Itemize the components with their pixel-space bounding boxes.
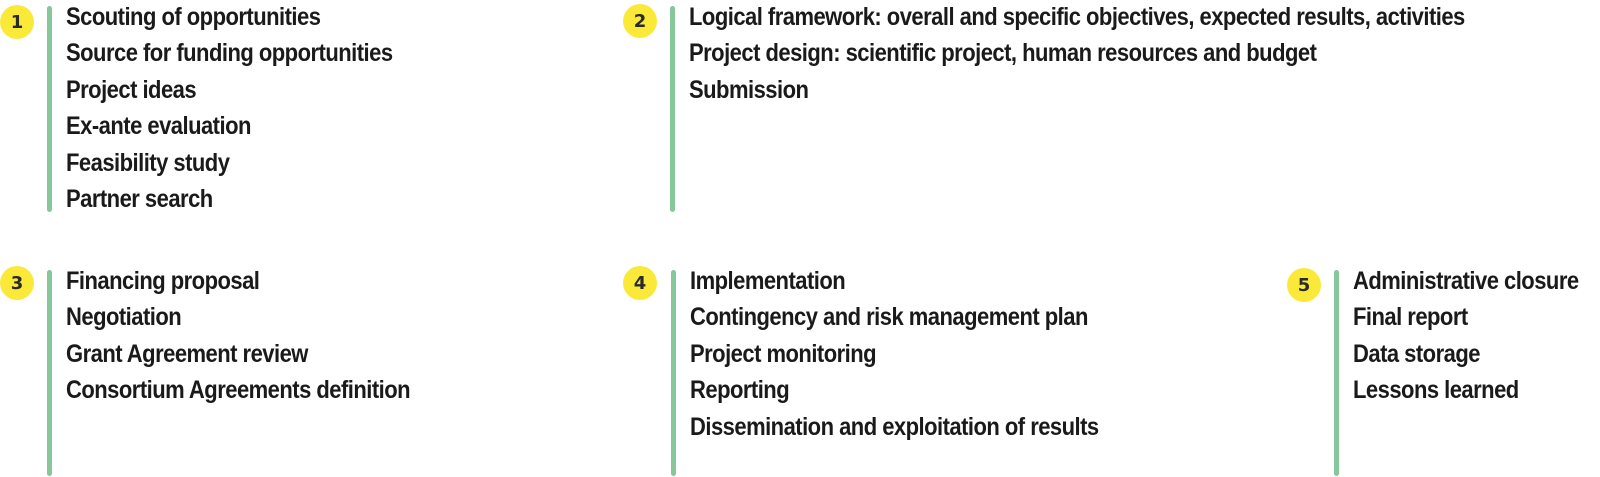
- phase-item: Feasibility study: [66, 148, 230, 177]
- phase-divider-bar: [47, 6, 52, 212]
- phase-number-badge: 5: [1287, 268, 1321, 302]
- phase-item: Scouting of opportunities: [66, 3, 321, 31]
- phase-item: Dissemination and exploitation of result…: [690, 412, 1099, 441]
- phase-item: Lessons learned: [1353, 376, 1519, 405]
- phase-item-list: Scouting of opportunities Source for fun…: [66, 0, 437, 217]
- phase-divider-bar: [47, 270, 52, 476]
- phase-item: Administrative closure: [1353, 267, 1579, 295]
- phase-item-list: Administrative closure Final report Data…: [1353, 263, 1600, 409]
- phase-item: Project ideas: [66, 75, 197, 104]
- phase-item: Source for funding opportunities: [66, 39, 393, 68]
- phase-number-badge: 3: [0, 266, 34, 300]
- phase-item-list: Financing proposal Negotiation Grant Agr…: [66, 263, 457, 409]
- phase-item: Partner search: [66, 185, 213, 214]
- phase-item: Negotiation: [66, 303, 182, 332]
- phase-item: Submission: [689, 75, 809, 104]
- phase-divider-bar: [1334, 270, 1339, 476]
- phase-item: Implementation: [690, 267, 846, 295]
- phase-item: Project monitoring: [690, 339, 877, 368]
- phase-item: Contingency and risk management plan: [690, 303, 1088, 332]
- phase-item: Ex-ante evaluation: [66, 112, 251, 141]
- phase-item-list: Implementation Contingency and risk mana…: [690, 263, 1154, 445]
- phase-divider-bar: [670, 6, 675, 212]
- phase-item: Reporting: [690, 376, 790, 405]
- phase-item: Logical framework: overall and specific …: [689, 3, 1465, 31]
- phase-item-list: Logical framework: overall and specific …: [689, 0, 1571, 108]
- phase-item: Data storage: [1353, 339, 1480, 368]
- phase-item: Project design: scientific project, huma…: [689, 39, 1317, 68]
- phase-number-badge: 4: [623, 266, 657, 300]
- phase-number-badge: 2: [623, 4, 657, 38]
- phase-divider-bar: [671, 270, 676, 476]
- phase-item: Final report: [1353, 303, 1468, 332]
- phase-item: Consortium Agreements definition: [66, 376, 411, 405]
- phase-item: Grant Agreement review: [66, 339, 308, 368]
- phase-number-badge: 1: [0, 5, 34, 39]
- phase-item: Financing proposal: [66, 267, 260, 295]
